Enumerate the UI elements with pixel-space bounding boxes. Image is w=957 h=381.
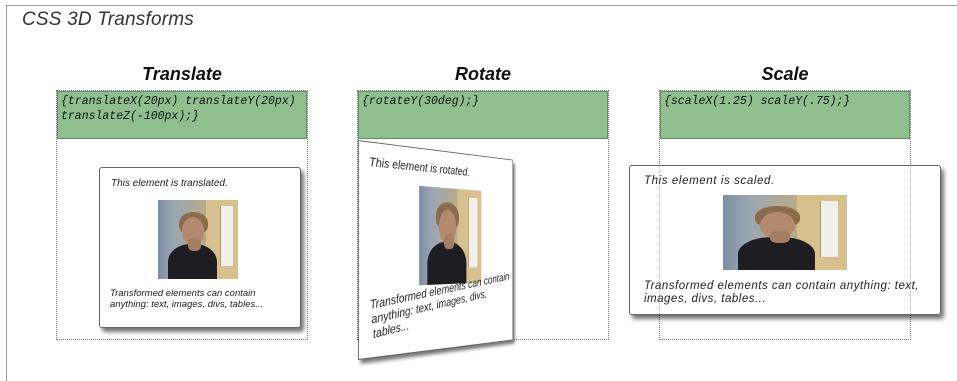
rotate-title: Rotate	[357, 64, 609, 85]
translated-card: This element is translated. Transformed …	[99, 167, 301, 328]
rotated-message: This element is rotated.	[369, 154, 470, 178]
webcam-photo	[723, 195, 847, 270]
translate-code: {translateX(20px) translateY(20px) trans…	[57, 91, 307, 139]
scale-title: Scale	[659, 64, 911, 85]
page-title: CSS 3D Transforms	[22, 9, 194, 31]
scaled-card: This element is scaled. Transformed elem…	[629, 165, 941, 315]
rotate-code: {rotateY(30deg);}	[358, 91, 608, 139]
translated-note: Transformed elements can contain anythin…	[110, 289, 295, 311]
scaled-note: Transformed elements can contain anythin…	[644, 280, 934, 306]
translate-title: Translate	[56, 64, 308, 85]
webcam-photo	[158, 200, 238, 279]
scale-code: {scaleX(1.25) scaleY(.75);}	[660, 91, 910, 139]
webcam-photo	[419, 186, 481, 285]
rotated-card: This element is rotated. Transformed ele…	[358, 140, 513, 360]
translated-message: This element is translated.	[111, 178, 228, 189]
translate-demo: {translateX(20px) translateY(20px) trans…	[56, 90, 308, 340]
scaled-message: This element is scaled.	[644, 175, 775, 187]
